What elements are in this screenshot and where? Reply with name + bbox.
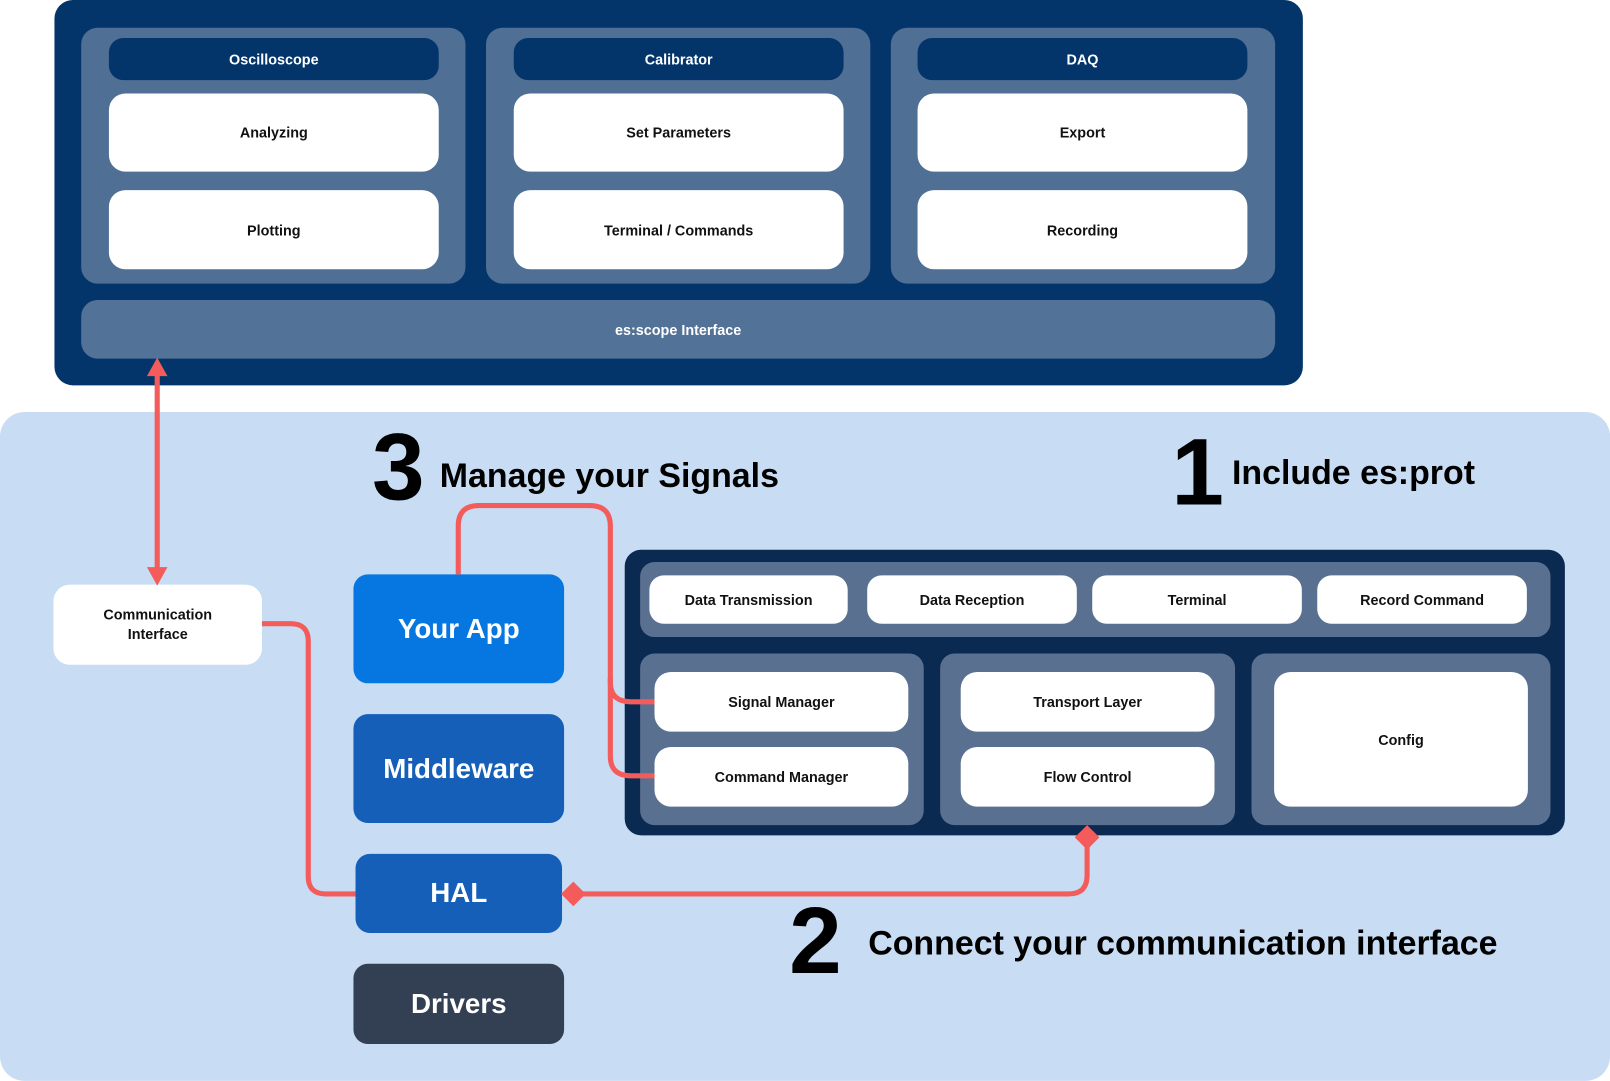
arrow-up-icon (146, 357, 168, 377)
app-to-managers-line (455, 502, 655, 705)
step-3-number: 3 (371, 415, 425, 520)
step-1-label: Include es:prot (1231, 453, 1476, 492)
escope-interface-bar: es:scope Interface (81, 300, 1276, 359)
app-to-command-line (607, 678, 655, 779)
plotting-box: Plotting (108, 190, 439, 270)
set-parameters-box: Set Parameters (513, 93, 844, 172)
export-box: Export (917, 93, 1248, 172)
oscilloscope-header: Oscilloscope (108, 38, 439, 81)
step-2-number: 2 (789, 888, 842, 994)
transport-layer-box: Transport Layer (960, 671, 1215, 732)
your-app-block: Your App (353, 574, 565, 684)
communication-interface-box: Communication Interface (53, 584, 263, 665)
signal-manager-box: Signal Manager (654, 671, 909, 732)
terminal-commands-box: Terminal / Commands (513, 190, 844, 270)
data-reception-box: Data Reception (867, 575, 1077, 624)
comm-to-hal-line (262, 621, 356, 897)
hal-to-flow-line (575, 840, 1090, 897)
daq-header: DAQ (917, 38, 1248, 81)
step-1-number: 1 (1171, 420, 1224, 526)
record-command-box: Record Command (1317, 575, 1527, 624)
drivers-block: Drivers (353, 963, 565, 1044)
arrow-down-icon (146, 567, 168, 586)
config-box: Config (1274, 671, 1528, 807)
recording-box: Recording (917, 190, 1248, 270)
data-transmission-box: Data Transmission (649, 575, 848, 624)
terminal-box: Terminal (1092, 575, 1302, 624)
diamond-hal-icon (561, 881, 586, 907)
analyzing-box: Analyzing (108, 93, 439, 172)
middleware-block: Middleware (353, 714, 565, 824)
step-3-label: Manage your Signals (439, 456, 779, 495)
flow-control-box: Flow Control (960, 746, 1215, 807)
hal-block: HAL (355, 853, 563, 933)
step-2-label: Connect your communication interface (868, 923, 1498, 962)
command-manager-box: Command Manager (654, 746, 909, 807)
diamond-esprot-icon (1074, 825, 1100, 850)
calibrator-header: Calibrator (513, 38, 844, 81)
